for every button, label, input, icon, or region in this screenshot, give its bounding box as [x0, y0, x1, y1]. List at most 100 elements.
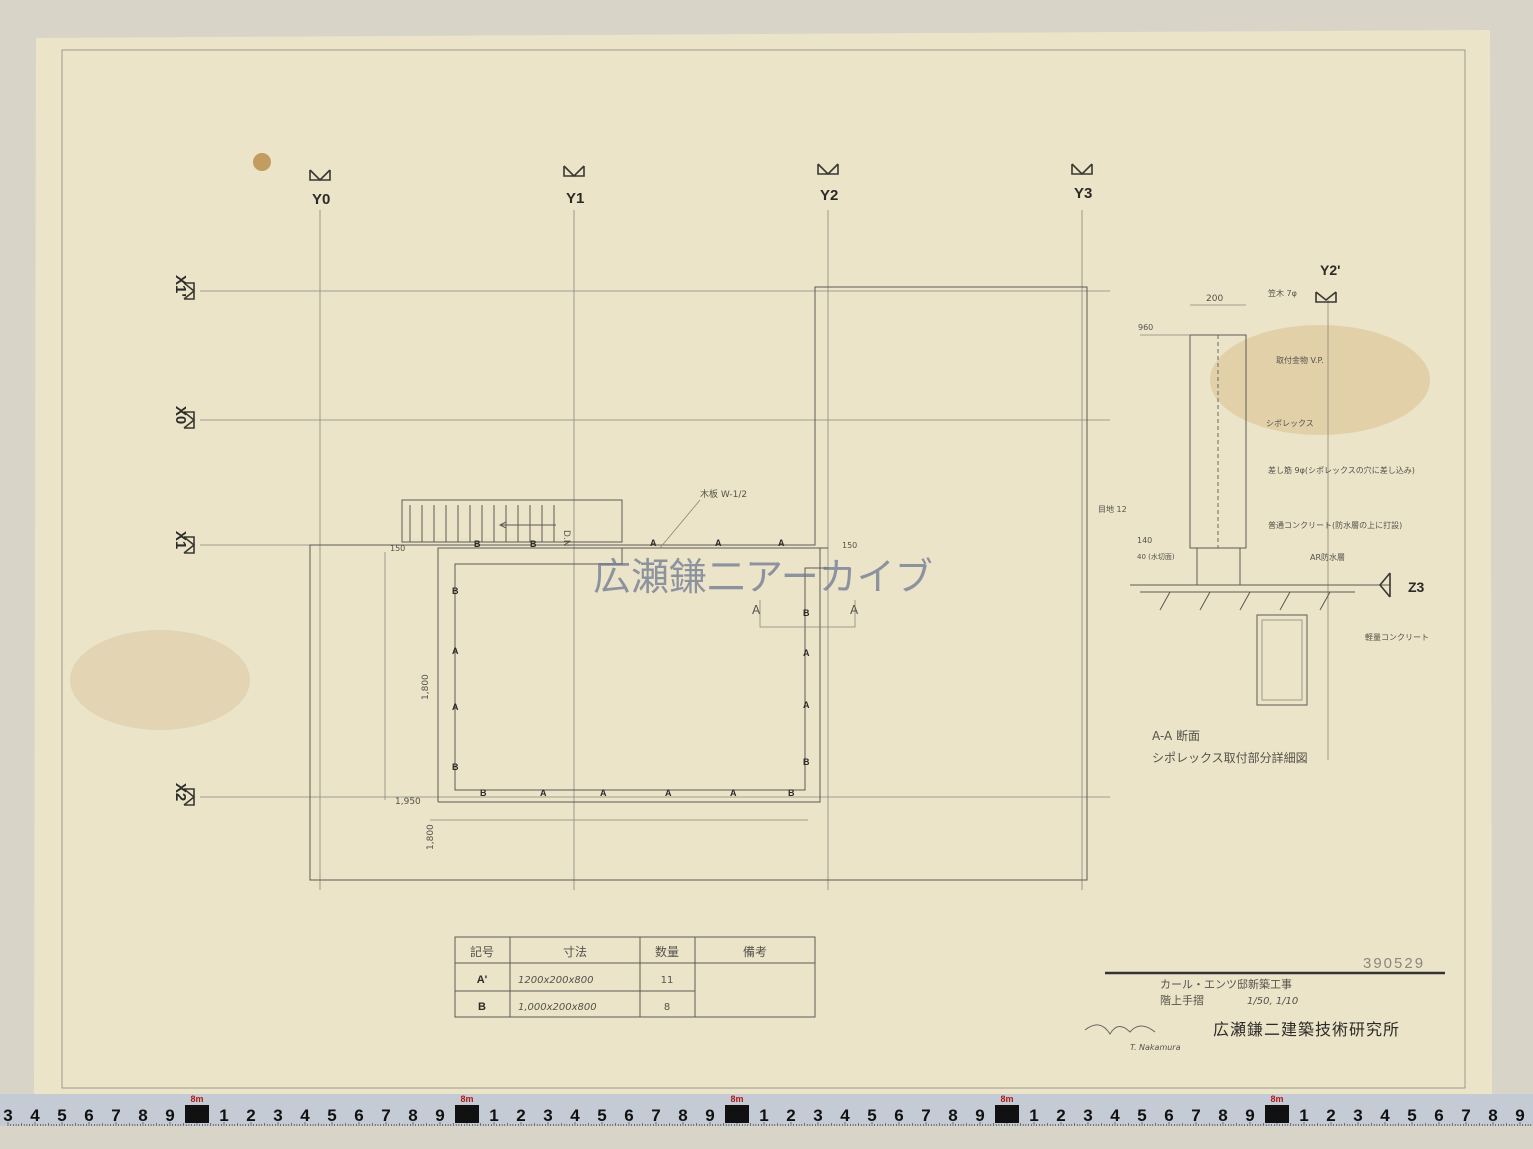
block-mark-b: B: [788, 788, 795, 798]
tape-number: 1: [1029, 1106, 1038, 1125]
axis-label-x2: X2: [172, 783, 189, 801]
schedule-cell: 1200x200x800: [518, 975, 593, 986]
tape-number: 9: [1245, 1106, 1254, 1125]
tape-number: 7: [921, 1106, 930, 1125]
block-marks: B B A A A B A A B B A A B B A A A A B: [452, 538, 810, 798]
axis-label-x0: X0: [172, 406, 189, 424]
tape-number: 8: [408, 1106, 417, 1125]
tape-number: 7: [651, 1106, 660, 1125]
detail-note-5: 普通コンクリート(防水層の上に打設): [1268, 520, 1402, 530]
signature: T. Nakamura: [1130, 1043, 1181, 1052]
schedule-table: [454, 936, 816, 1018]
tape-number: 2: [1056, 1106, 1065, 1125]
axis-label-y2: Y2: [820, 187, 838, 204]
tape-major-box: [1265, 1105, 1289, 1123]
schedule-cell: B: [478, 1001, 486, 1013]
block-mark-a: A: [452, 702, 459, 712]
tape-number: 8: [1218, 1106, 1227, 1125]
schedule-header: 備考: [743, 944, 767, 959]
tape-number: 1: [1299, 1106, 1308, 1125]
schedule-header: 寸法: [563, 945, 587, 959]
height-dimension: 1,800: [421, 674, 431, 700]
stain: [70, 630, 250, 730]
tape-number: 2: [516, 1106, 525, 1125]
detail-joint: 目地 12: [1098, 504, 1127, 514]
block-mark-b: B: [803, 757, 810, 767]
tape-number: 8: [1488, 1106, 1497, 1125]
drawing-border: [61, 49, 1466, 1089]
tape-major-box: [185, 1105, 209, 1123]
block-mark-a: A: [665, 788, 672, 798]
roof-plan-outline: [309, 286, 1088, 881]
block-mark-b: B: [474, 539, 481, 549]
detail-note-2: 取付金物 V.P.: [1276, 355, 1324, 365]
width-dimension: 1,800: [426, 824, 436, 850]
tape-number: 2: [1326, 1106, 1335, 1125]
block-mark-a: A: [600, 788, 607, 798]
tape-number: 8: [678, 1106, 687, 1125]
drawing-scale: 1/50, 1/10: [1247, 996, 1298, 1007]
tape-number: 7: [1191, 1106, 1200, 1125]
tape-major-box: [995, 1105, 1019, 1123]
tape-number: 6: [354, 1106, 363, 1125]
schedule-header: 記号: [470, 944, 494, 959]
tape-number: 7: [381, 1106, 390, 1125]
tape-number: 3: [3, 1106, 12, 1125]
block-mark-b: B: [803, 608, 810, 618]
block-mark-a: A: [730, 788, 737, 798]
block-mark-a: A: [715, 538, 722, 548]
tape-number: 8: [948, 1106, 957, 1125]
tape-number: 9: [165, 1106, 174, 1125]
block-mark-a: A: [452, 646, 459, 656]
block-mark-b: B: [452, 762, 459, 772]
block-mark-a: A: [650, 538, 657, 548]
section-mark-left: A: [752, 603, 761, 617]
level-right: 150: [842, 541, 857, 550]
tape-number: 2: [246, 1106, 255, 1125]
board-note: 木板 W-1/2: [700, 488, 747, 500]
office-name: 広瀬鎌二建築技術研究所: [1213, 1021, 1400, 1039]
detail-width-dim: 200: [1206, 294, 1223, 304]
schedule-header: 数量: [655, 944, 679, 959]
axis-label-y0: Y0: [312, 191, 330, 208]
axis-label-y1: Y1: [566, 190, 584, 207]
tape-number: 9: [1515, 1106, 1524, 1125]
tape-number: 9: [705, 1106, 714, 1125]
tape-number: 6: [1434, 1106, 1443, 1125]
tape-number: 5: [867, 1106, 876, 1125]
tape-number: 40: [458, 1106, 477, 1125]
block-mark-a: A: [778, 538, 785, 548]
block-mark-a: A: [803, 648, 810, 658]
detail-caption-2: シポレックス取付部分詳細図: [1152, 750, 1308, 765]
tape-number: 1: [759, 1106, 768, 1125]
tape-number: 70: [1268, 1106, 1287, 1125]
tape-number: 4: [840, 1106, 850, 1125]
tape-number: 6: [894, 1106, 903, 1125]
detail-note-4: 差し筋 9φ(シポレックスの穴に差し込み): [1268, 465, 1415, 475]
tape-major-box: [725, 1105, 749, 1123]
tape-number: 8: [138, 1106, 147, 1125]
tape-unit-label: 8m: [460, 1094, 473, 1104]
axis-label-y3: Y3: [1074, 185, 1092, 202]
project-name: カール・エンツ邸新築工事: [1160, 977, 1292, 991]
tape-number: 3: [813, 1106, 822, 1125]
tape-number: 5: [57, 1106, 66, 1125]
tape-number: 50: [728, 1106, 747, 1125]
tape-number: 7: [1461, 1106, 1470, 1125]
tape-number: 4: [1110, 1106, 1120, 1125]
detail-level-low: 40 (水切面): [1137, 552, 1175, 561]
signature-scribble: [1084, 1024, 1156, 1035]
detail-level-top: 960: [1138, 323, 1153, 332]
tape-number: 5: [1407, 1106, 1416, 1125]
tape-number: 5: [597, 1106, 606, 1125]
schedule-cell: 8: [664, 1002, 670, 1013]
section-detail: [1130, 291, 1391, 760]
schedule-cell: 11: [661, 975, 674, 986]
detail-note-6: AR防水層: [1310, 552, 1345, 562]
tape-number: 3: [273, 1106, 282, 1125]
tape-number: 4: [1380, 1106, 1390, 1125]
block-mark-b: B: [480, 788, 487, 798]
detail-level-mid: 140: [1137, 536, 1152, 545]
tape-major-box: [455, 1105, 479, 1123]
